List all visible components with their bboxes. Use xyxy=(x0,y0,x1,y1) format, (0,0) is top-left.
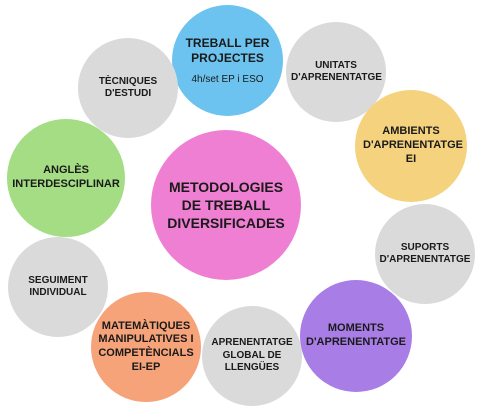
node-label: MOMENTS D'APRENENTATGE xyxy=(306,322,406,348)
node-label: UNITATS D'APRENENTATGE xyxy=(291,59,382,84)
node-ambients: AMBIENTS D'APRENENTATGE EI xyxy=(355,90,467,202)
node-label: APRENENTATGE GLOBAL DE LLENGÜES xyxy=(211,337,293,374)
node-matematiques: MATEMÀTIQUES MANIPULATIVES I COMPETÈNCIA… xyxy=(91,292,201,402)
node-angles: ANGLÈS INTERDESCIPLINAR xyxy=(7,119,125,237)
node-seguiment: SEGUIMENT INDIVIDUAL xyxy=(8,237,108,337)
center-node: METODOLOGIES DE TREBALL DIVERSIFICADES xyxy=(151,130,301,280)
center-label: METODOLOGIES DE TREBALL DIVERSIFICADES xyxy=(167,178,285,232)
node-label: TÈCNIQUES D'ESTUDI xyxy=(98,75,158,100)
node-moments: MOMENTS D'APRENENTATGE xyxy=(300,280,412,392)
node-label: MATEMÀTIQUES MANIPULATIVES I COMPETÈNCIA… xyxy=(98,319,194,373)
node-label: TREBALL PER PROJECTES xyxy=(185,36,270,65)
node-suports: SUPORTS D'APRENENTATGE xyxy=(375,204,475,304)
node-label: SUPORTS D'APRENENTATGE xyxy=(379,241,471,266)
node-sublabel: 4h/set EP i ESO xyxy=(191,74,264,85)
node-treball-per-projectes: TREBALL PER PROJECTES 4h/set EP i ESO xyxy=(172,5,283,116)
node-aprenentatge-global: APRENENTATGE GLOBAL DE LLENGÜES xyxy=(202,306,302,406)
node-label: SEGUIMENT INDIVIDUAL xyxy=(28,274,88,299)
node-label: AMBIENTS D'APRENENTATGE EI xyxy=(363,125,463,165)
node-label: ANGLÈS INTERDESCIPLINAR xyxy=(12,164,120,190)
node-unitats: UNITATS D'APRENENTATGE xyxy=(286,22,386,122)
node-tecniques: TÈCNIQUES D'ESTUDI xyxy=(78,38,178,138)
